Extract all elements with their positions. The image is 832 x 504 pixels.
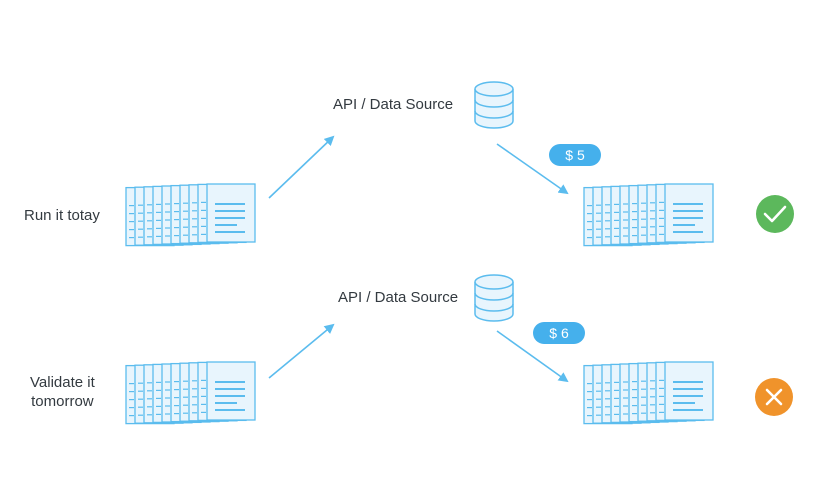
row-label-today: Run it totay xyxy=(24,207,100,224)
arrow-to-api xyxy=(268,323,335,379)
row-label-tomorrow: Validate it tomorrow xyxy=(30,374,95,410)
api-data-source-label: API / Data Source xyxy=(333,96,454,113)
price-badge: $ 6 xyxy=(533,322,585,344)
api-data-source-label: API / Data Source xyxy=(338,289,459,306)
database-icon xyxy=(474,274,514,322)
document-stack xyxy=(125,361,256,425)
document-stack xyxy=(125,183,256,247)
arrow-to-output xyxy=(496,143,569,195)
arrow-to-output xyxy=(496,330,569,383)
document-stack xyxy=(583,361,714,425)
price-badge: $ 5 xyxy=(549,144,601,166)
database-icon xyxy=(474,81,514,129)
document-stack xyxy=(583,183,714,247)
success-status-icon xyxy=(756,195,794,233)
failure-status-icon xyxy=(755,378,793,416)
arrow-to-api xyxy=(268,135,335,199)
